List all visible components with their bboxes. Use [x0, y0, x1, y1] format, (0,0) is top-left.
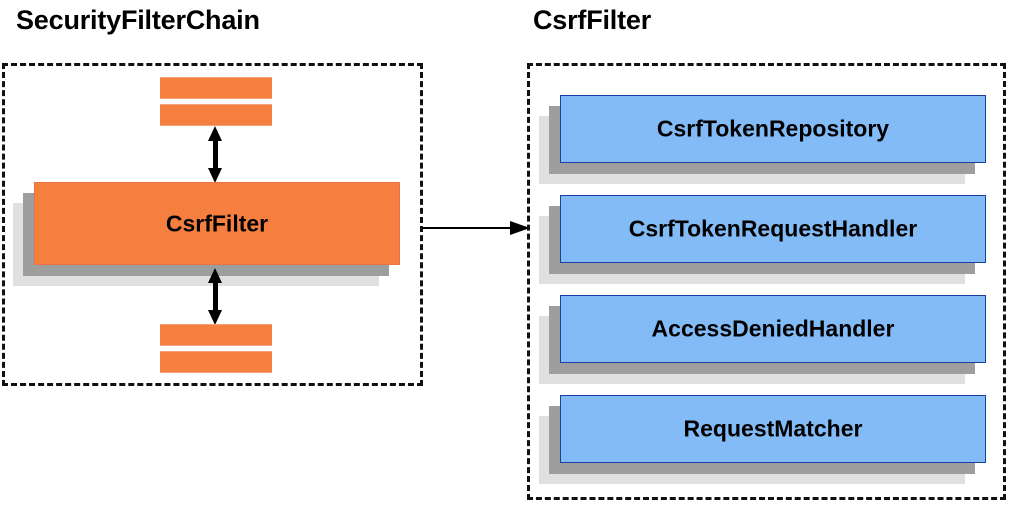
csrf-filter-block-label: CsrfFilter: [165, 210, 269, 236]
component-card-access-denied-handler[interactable]: AccessDeniedHandler: [539, 295, 986, 384]
security-filter-chain-title: SecurityFilterChain: [16, 5, 260, 35]
filter-stub-top-2: [160, 104, 272, 126]
component-card-face: AccessDeniedHandler: [560, 295, 986, 363]
chain-bottom-link-arrow: [208, 268, 222, 325]
expand-link-arrow: [422, 221, 530, 235]
arrow-head-down-icon: [208, 310, 222, 325]
component-card-face: CsrfTokenRepository: [560, 95, 986, 163]
component-card-label: RequestMatcher: [683, 415, 863, 442]
csrf-filter-block[interactable]: CsrfFilter: [13, 182, 400, 286]
component-card-label: CsrfTokenRequestHandler: [628, 215, 918, 242]
chain-top-link-arrow: [208, 126, 222, 183]
arrow-shaft: [213, 138, 218, 171]
csrf-filter-block-face: CsrfFilter: [34, 182, 400, 265]
filter-stub-bottom-1: [160, 324, 272, 346]
component-card-face: RequestMatcher: [560, 395, 986, 463]
component-card-label: CsrfTokenRepository: [656, 115, 890, 142]
component-card-request-matcher[interactable]: RequestMatcher: [539, 395, 986, 484]
arrow-head-up-icon: [208, 268, 222, 283]
arrow-head-down-icon: [208, 168, 222, 183]
component-card-label: AccessDeniedHandler: [651, 315, 895, 342]
arrow-shaft: [213, 280, 218, 313]
component-card-csrf-token-repository[interactable]: CsrfTokenRepository: [539, 95, 986, 184]
csrf-filter-container: [527, 63, 1006, 500]
csrf-filter-title: CsrfFilter: [533, 5, 652, 35]
component-card-face: CsrfTokenRequestHandler: [560, 195, 986, 263]
arrow-head-right-icon: [510, 221, 530, 235]
filter-stub-top-1: [160, 77, 272, 99]
security-filter-chain-container: [2, 63, 423, 386]
arrow-shaft: [422, 227, 514, 229]
arrow-head-up-icon: [208, 126, 222, 141]
filter-stub-bottom-2: [160, 351, 272, 373]
component-card-csrf-token-request-handler[interactable]: CsrfTokenRequestHandler: [539, 195, 986, 284]
